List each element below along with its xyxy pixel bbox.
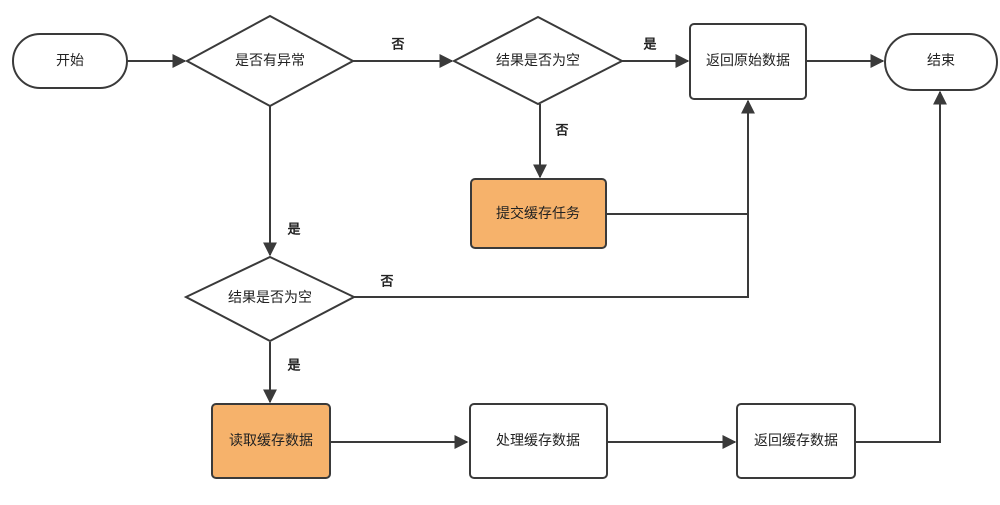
edge-submit-to-return-original — [606, 99, 755, 215]
node-return-original-label: 返回原始数据 — [706, 53, 790, 69]
node-return-cache-label: 返回缓存数据 — [754, 433, 838, 449]
node-submit-cache-task-label: 提交缓存任务 — [496, 205, 580, 222]
node-process-cache: 处理缓存数据 — [469, 403, 608, 479]
node-end: 结束 — [884, 33, 998, 91]
node-start-label: 开始 — [56, 53, 84, 69]
node-check-empty-top-label: 结果是否为空 — [496, 53, 580, 69]
label-bottom-empty-no: 否 — [379, 275, 393, 290]
node-submit-cache-task: 提交缓存任务 — [470, 178, 607, 249]
edge-labels: 否 是 否 是 否 是 — [286, 38, 657, 374]
node-return-original: 返回原始数据 — [689, 23, 807, 100]
label-exception-yes: 是 — [286, 223, 301, 238]
edges — [127, 54, 947, 449]
edge-bottom-empty-no-to-return-original — [354, 214, 749, 298]
label-top-empty-no: 否 — [554, 124, 568, 139]
node-check-empty-bottom: 结果是否为空 — [183, 255, 357, 343]
node-process-cache-label: 处理缓存数据 — [496, 433, 580, 449]
node-check-exception: 是否有异常 — [184, 14, 356, 108]
node-start: 开始 — [12, 33, 128, 89]
node-read-cache: 读取缓存数据 — [211, 403, 331, 479]
label-exception-no: 否 — [390, 38, 404, 53]
node-read-cache-label: 读取缓存数据 — [229, 432, 313, 449]
node-check-empty-bottom-label: 结果是否为空 — [228, 290, 312, 306]
node-end-label: 结束 — [927, 53, 955, 69]
label-bottom-empty-yes: 是 — [286, 359, 301, 374]
node-check-empty-top: 结果是否为空 — [451, 15, 625, 106]
node-check-exception-label: 是否有异常 — [235, 53, 305, 69]
label-top-empty-yes: 是 — [642, 38, 657, 53]
node-return-cache: 返回缓存数据 — [736, 403, 856, 479]
edge-return-cache-to-end — [855, 90, 947, 443]
